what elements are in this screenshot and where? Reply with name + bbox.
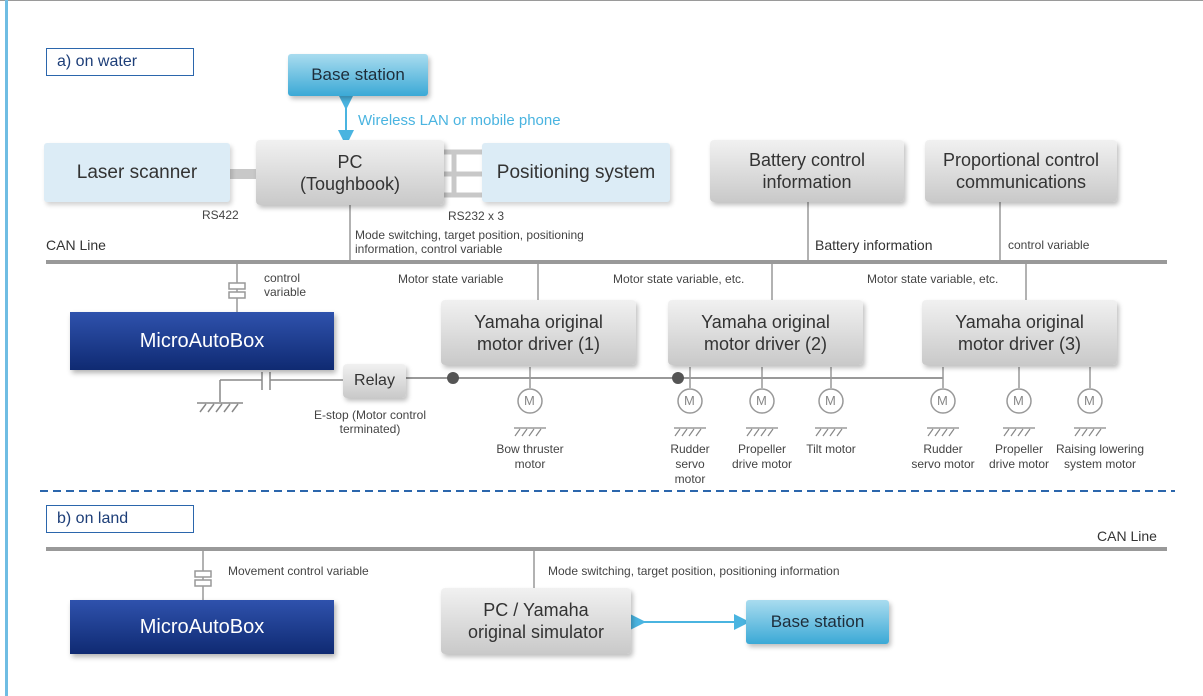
can-line-label-water: CAN Line	[46, 237, 106, 253]
motor-driver-2: Yamaha original motor driver (2)	[668, 300, 863, 365]
motor-state-label-1: Motor state variable	[398, 272, 504, 286]
motor-m-5: M	[937, 393, 948, 408]
relay-label: Relay	[354, 372, 395, 389]
motor-m-7: M	[1084, 393, 1095, 408]
movement-control-label: Movement control variable	[228, 564, 369, 578]
laser-pc-connector	[230, 169, 256, 179]
bus-junction-2	[672, 372, 684, 384]
battery-control-label: Battery control information	[748, 150, 866, 192]
motor-label-5: Rudder servo motor	[911, 442, 975, 471]
laser-scanner-box: Laser scanner	[44, 143, 230, 202]
motor-label-2: Rudder servo motor	[670, 442, 710, 486]
base-station-land-label: Base station	[770, 612, 865, 631]
motor-state-label-3: Motor state variable, etc.	[867, 272, 999, 286]
base-station-water: Base station	[288, 54, 428, 96]
rs232-label: RS232 x 3	[448, 209, 505, 223]
rs422-label: RS422	[202, 208, 239, 222]
motor-label-6: Propeller drive motor	[988, 442, 1050, 471]
top-border	[0, 0, 1203, 1]
motor-label-7: Raising lowering system motor	[1055, 442, 1145, 471]
motor-label-1: Bow thruster motor	[496, 442, 564, 471]
microautobox-land-label: MicroAutoBox	[139, 615, 265, 638]
left-accent-bar	[5, 0, 8, 696]
mode-switching-label: Mode switching, target position, positio…	[548, 564, 840, 578]
relay-box: Relay	[343, 364, 406, 398]
motor-driver-2-label: Yamaha original motor driver (2)	[701, 311, 830, 354]
battery-control-box: Battery control information	[710, 140, 904, 202]
motor-m-4: M	[825, 393, 836, 408]
section-label-land: b) on land	[46, 505, 194, 533]
estop-label: E-stop (Motor control terminated)	[313, 408, 427, 436]
positioning-label: Positioning system	[496, 161, 656, 183]
motor-m-6: M	[1013, 393, 1024, 408]
motor-m-2: M	[684, 393, 695, 408]
motor-grounds	[514, 427, 1106, 437]
wireless-label: Wireless LAN or mobile phone	[358, 112, 561, 129]
bus-junction-1	[447, 372, 459, 384]
section-label-water: a) on water	[46, 48, 194, 76]
mab-connector-water	[228, 282, 246, 299]
simulator-box: PC / Yamaha original simulator	[441, 588, 631, 654]
motor-m-3: M	[756, 393, 767, 408]
proportional-box: Proportional control communications	[925, 140, 1117, 202]
motor-driver-1-label: Yamaha original motor driver (1)	[474, 311, 603, 354]
positioning-box: Positioning system	[482, 143, 670, 202]
motor-driver-3: Yamaha original motor driver (3)	[922, 300, 1117, 365]
base-station-land: Base station	[746, 600, 889, 644]
microautobox-water-label: MicroAutoBox	[139, 329, 265, 352]
motor-label-3: Propeller drive motor	[731, 442, 793, 471]
microautobox-land: MicroAutoBox	[70, 600, 334, 654]
estop-circuit	[197, 372, 343, 413]
pc-label: PC (Toughbook)	[299, 151, 401, 194]
motor-driver-1: Yamaha original motor driver (1)	[441, 300, 636, 365]
pc-positioning-connectors	[444, 149, 482, 198]
pc-can-label: Mode switching, target position, positio…	[355, 228, 584, 256]
base-station-water-label: Base station	[311, 65, 405, 84]
control-variable-label: control variable	[1008, 238, 1090, 252]
simulator-label: PC / Yamaha original simulator	[467, 600, 605, 642]
mab-connector-land	[194, 570, 212, 587]
laser-scanner-label: Laser scanner	[76, 161, 198, 183]
motor-state-label-2: Motor state variable, etc.	[613, 272, 745, 286]
motor-label-4: Tilt motor	[806, 442, 856, 456]
can-line-label-land: CAN Line	[1097, 528, 1157, 544]
proportional-label: Proportional control communications	[942, 150, 1100, 192]
microautobox-water: MicroAutoBox	[70, 312, 334, 370]
motor-driver-3-label: Yamaha original motor driver (3)	[955, 311, 1084, 354]
battery-info-label: Battery information	[815, 237, 933, 253]
motor-m-1: M	[524, 393, 535, 408]
pc-box: PC (Toughbook)	[256, 140, 444, 205]
mab-control-label: control variable	[264, 271, 307, 299]
